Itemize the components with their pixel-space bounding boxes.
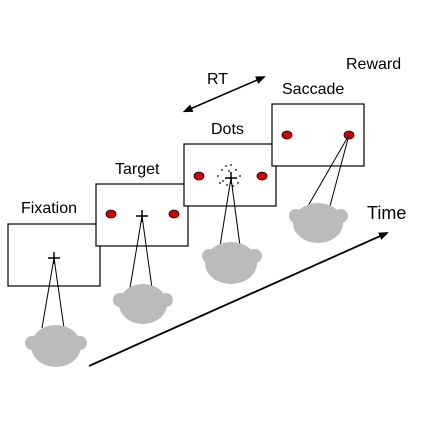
head-icon [289, 203, 348, 243]
left-target-dot [281, 130, 293, 140]
time-label: Time [367, 203, 407, 223]
random-dot-motion-stimulus [217, 164, 241, 187]
panel-fixation [7, 223, 101, 367]
left-target-dot [193, 171, 205, 181]
right-target-dot [256, 171, 268, 181]
head-icon [25, 325, 87, 367]
stage-label-fixation: Fixation [21, 200, 78, 217]
gaze-lines [307, 134, 350, 207]
reward-label: Reward [346, 56, 402, 73]
right-target-dot [168, 209, 180, 219]
stage-label-target: Target [115, 161, 160, 178]
panel-saccade [271, 103, 365, 243]
panel-target [95, 183, 189, 324]
gaze-lines [41, 257, 65, 329]
time-arrow [88, 232, 389, 367]
head-icon [113, 284, 173, 324]
gaze-lines [129, 215, 153, 289]
left-target-dot [105, 209, 117, 219]
head-icon [202, 242, 262, 284]
stage-label-dots: Dots [211, 121, 244, 138]
rt-label: RT [207, 71, 229, 88]
gaze-lines [219, 177, 241, 247]
rt-double-arrow [182, 76, 266, 113]
panel-dots [183, 143, 277, 284]
stage-label-saccade: Saccade [282, 81, 345, 98]
